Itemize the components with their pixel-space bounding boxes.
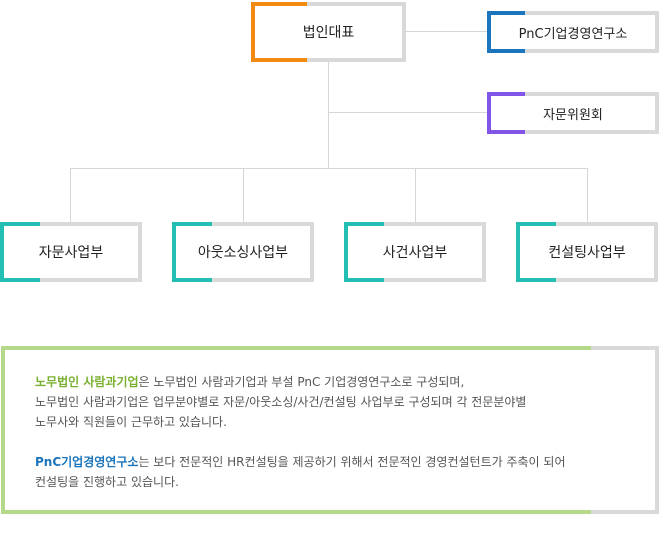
connector-dept-4 (587, 168, 588, 222)
committee-node: 자문위원회 (487, 92, 659, 134)
connector-dept-2 (243, 168, 244, 222)
affiliate-node: PnC기업경영연구소 (487, 11, 659, 53)
dept-label: 사건사업부 (382, 245, 448, 261)
connector-dept-3 (415, 168, 416, 222)
dept-node-consulting: 컨설팅사업부 (516, 222, 658, 282)
desc-p2-line1: PnC기업경영연구소는 보다 전문적인 HR컨설팅을 제공하기 위해서 전문적인… (35, 452, 655, 472)
affiliate-label: PnC기업경영연구소 (518, 26, 628, 42)
ceo-label: 법인대표 (302, 25, 355, 41)
dept-label: 자문사업부 (38, 245, 104, 261)
desc-p1-line2: 노무법인 사람과기업은 업무분야별로 자문/아웃소싱/사건/컨설팅 사업부로 구… (35, 395, 527, 409)
description-box: 노무법인 사람과기업은 노무법인 사람과기업과 부설 PnC 기업경영연구소로 … (1, 346, 659, 514)
connector-horizontal-bus (70, 168, 588, 169)
committee-label: 자문위원회 (543, 107, 603, 123)
connector-trunk (328, 62, 329, 168)
dept-label: 아웃소싱사업부 (197, 245, 289, 261)
firm-name-highlight: 노무법인 사람과기업 (35, 375, 139, 389)
desc-p1-line1: 노무법인 사람과기업은 노무법인 사람과기업과 부설 PnC 기업경영연구소로 … (35, 372, 655, 392)
dept-node-outsourcing: 아웃소싱사업부 (172, 222, 314, 282)
institute-name-highlight: PnC기업경영연구소 (35, 455, 139, 469)
desc-p1-line3: 노무사와 직원들이 근무하고 있습니다. (35, 415, 227, 429)
dept-node-case: 사건사업부 (344, 222, 486, 282)
connector-dept-1 (70, 168, 71, 222)
dept-node-advisory: 자문사업부 (0, 222, 142, 282)
ceo-node: 법인대표 (251, 2, 406, 62)
desc-text: 는 보다 전문적인 HR컨설팅을 제공하기 위해서 전문적인 경영컨설턴트가 주… (138, 455, 566, 469)
desc-text: 은 노무법인 사람과기업과 부설 PnC 기업경영연구소로 구성되며, (138, 375, 465, 389)
connector-ceo-to-affiliate (406, 31, 487, 32)
desc-p2-line2: 컨설팅을 진행하고 있습니다. (35, 475, 179, 489)
connector-to-committee (328, 112, 487, 113)
dept-label: 컨설팅사업부 (548, 245, 626, 261)
